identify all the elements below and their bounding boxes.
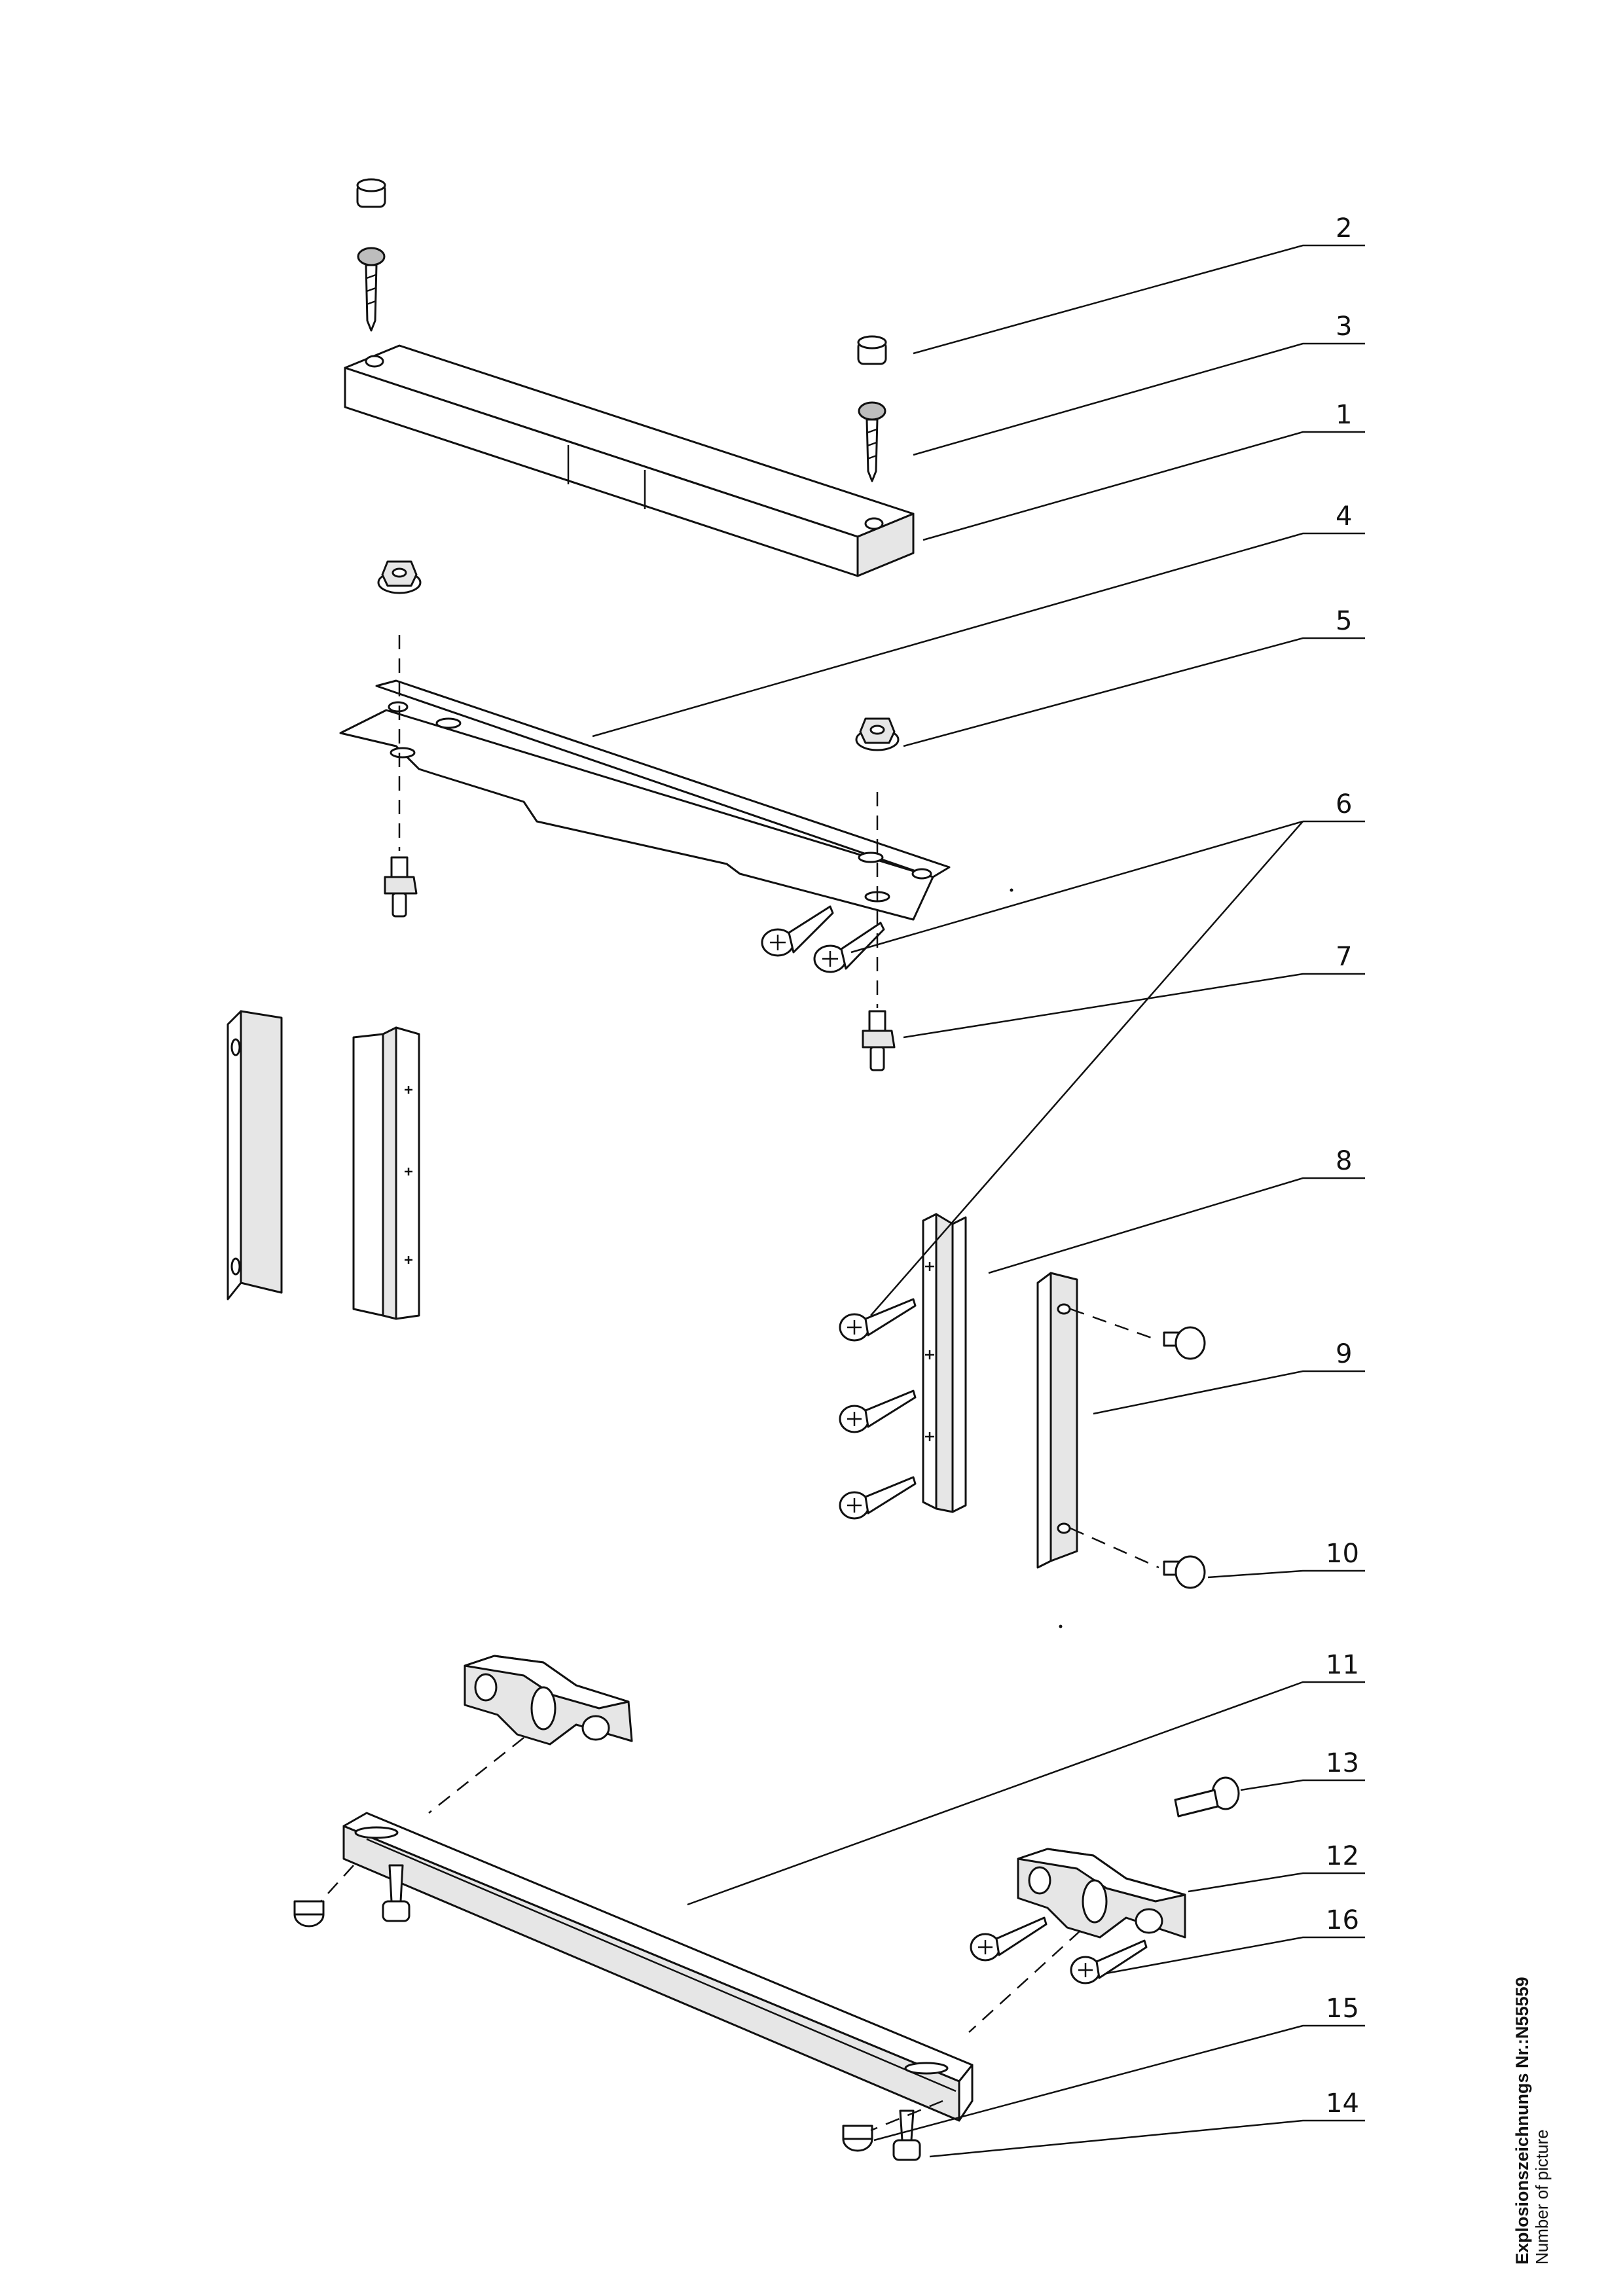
bracket-channel-loose bbox=[352, 1026, 420, 1320]
part-7-bolt-left bbox=[384, 856, 418, 918]
part-6-screw-bracket-a bbox=[839, 1298, 917, 1342]
part-5-nut-right bbox=[855, 717, 900, 751]
callout-2: 2 bbox=[1336, 213, 1352, 243]
part-1-beam bbox=[344, 344, 915, 577]
stray-mark-b bbox=[1059, 1624, 1063, 1628]
part-11-rail bbox=[342, 1812, 974, 2122]
callout-7: 7 bbox=[1336, 942, 1352, 972]
caption-title: Explosionszeichnungs Nr.:N55559 bbox=[1512, 1977, 1532, 2265]
part-12-block-top bbox=[464, 1655, 633, 1746]
callout-13: 13 bbox=[1326, 1748, 1359, 1778]
callout-15: 15 bbox=[1326, 1994, 1359, 2024]
callout-16: 16 bbox=[1326, 1905, 1359, 1935]
part-9-angle bbox=[1036, 1272, 1078, 1569]
callout-14: 14 bbox=[1326, 2089, 1359, 2119]
part-7-bolt-right bbox=[862, 1010, 896, 1071]
part-14-screw-left bbox=[382, 1864, 410, 1922]
part-16-screw-b bbox=[1070, 1939, 1148, 1984]
callout-5: 5 bbox=[1336, 606, 1352, 636]
axis-part-9-bottom bbox=[1070, 1527, 1159, 1569]
callout-10: 10 bbox=[1326, 1539, 1359, 1569]
callout-11: 11 bbox=[1326, 1650, 1359, 1680]
callout-12: 12 bbox=[1326, 1841, 1359, 1871]
axis-part-9-top bbox=[1070, 1308, 1159, 1342]
callout-1: 1 bbox=[1336, 400, 1352, 430]
part-4-plate bbox=[339, 679, 951, 921]
part-6-screw-bracket-b bbox=[839, 1390, 917, 1433]
callout-4: 4 bbox=[1336, 501, 1352, 531]
callout-9: 9 bbox=[1336, 1339, 1352, 1369]
part-14-screw-right bbox=[892, 2109, 921, 2161]
callout-3: 3 bbox=[1336, 312, 1352, 342]
axis-block-top bbox=[428, 1737, 524, 1814]
leader-lines bbox=[592, 244, 1365, 2158]
part-5-nut-left bbox=[377, 560, 422, 594]
part-12-block-bottom bbox=[1017, 1848, 1186, 1939]
part-2-cap-left bbox=[356, 178, 386, 208]
part-16-screw-a bbox=[970, 1916, 1048, 1962]
part-6-screw-bracket-c bbox=[839, 1476, 917, 1520]
part-3-screw-right bbox=[858, 401, 886, 482]
part-6-screw-plate-a bbox=[761, 905, 834, 957]
part-13-screw bbox=[1174, 1776, 1240, 1818]
part-6-screw-plate-b bbox=[813, 922, 885, 973]
axis-plug-left bbox=[320, 1865, 354, 1902]
callout-8: 8 bbox=[1336, 1146, 1352, 1176]
part-10-rivet-top bbox=[1163, 1326, 1206, 1360]
part-10-rivet-bottom bbox=[1163, 1555, 1206, 1589]
part-3-screw-left bbox=[357, 247, 386, 332]
part-15-plug-right bbox=[842, 2125, 873, 2152]
axis-block-bottom bbox=[968, 1930, 1081, 2033]
bracket-angle-loose bbox=[227, 1010, 283, 1300]
stray-mark-a bbox=[1010, 888, 1013, 892]
caption-subtitle: Number of picture bbox=[1532, 2129, 1552, 2265]
callout-6: 6 bbox=[1336, 789, 1352, 819]
part-2-cap-right bbox=[857, 335, 887, 365]
part-8-channel bbox=[922, 1213, 967, 1513]
part-15-plug-left bbox=[293, 1900, 325, 1928]
axis-plug-right bbox=[870, 2100, 943, 2132]
picture-number-caption: Explosionszeichnungs Nr.:N55559 Number o… bbox=[1512, 1977, 1552, 2265]
